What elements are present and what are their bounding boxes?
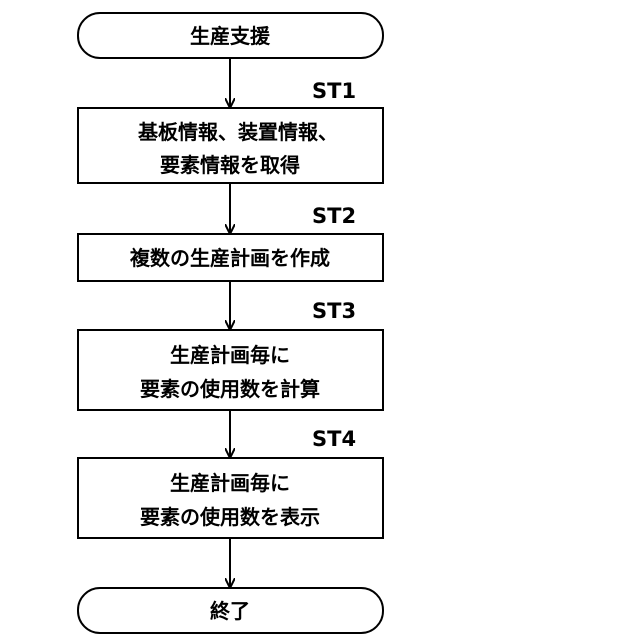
step-label-st3: ST3 [312, 299, 356, 323]
step-label-st4: ST4 [312, 427, 356, 451]
process-text-st1-line1: 基板情報、装置情報、 [138, 120, 338, 144]
start-label: 生産支援 [190, 24, 271, 48]
process-text-st3-line1: 生産計画毎に [170, 343, 290, 367]
end-label: 終了 [210, 599, 250, 623]
step-label-st1: ST1 [312, 79, 356, 103]
process-text-st4-line1: 生産計画毎に [170, 471, 290, 495]
process-text-st1-line2: 要素情報を取得 [160, 153, 300, 177]
step-label-st2: ST2 [312, 204, 356, 228]
process-text-st2-line1: 複数の生産計画を作成 [130, 246, 330, 270]
process-text-st3-line2: 要素の使用数を計算 [140, 377, 320, 401]
process-text-st4-line2: 要素の使用数を表示 [140, 505, 320, 529]
